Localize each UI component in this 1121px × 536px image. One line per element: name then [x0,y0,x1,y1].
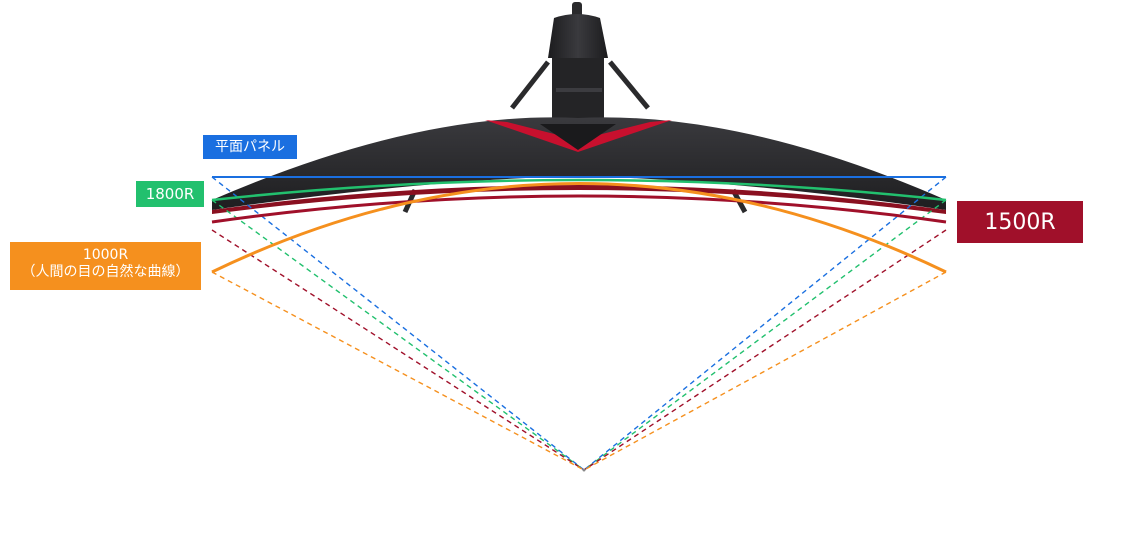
monitor-stand [402,2,748,214]
r1000-radius-left [211,271,585,471]
r1000-label-subtitle: （人間の目の自然な曲線） [21,263,190,280]
r1800-arc [211,178,947,202]
r1000-label: 1000R （人間の目の自然な曲線） [10,242,201,290]
r1800-radius-right [583,199,947,471]
flat-radius-left [211,176,585,471]
r1500-radius-left [211,229,585,471]
curvature-arcs [211,176,947,274]
r1000-label-title: 1000R [82,247,129,263]
monitor-body [212,117,946,214]
r1000-arc [211,182,947,274]
r1500-arc [211,194,947,224]
r1000-radius-right [583,271,947,471]
r1800-radius-left [211,199,585,471]
flat-panel-label: 平面パネル [203,135,297,159]
r1500-label: 1500R [957,201,1083,243]
r1500-radius-right [583,229,947,471]
focal-point [582,468,586,472]
r1800-label: 1800R [136,181,204,207]
flat-radius-right [583,176,947,471]
radius-lines [211,176,947,471]
